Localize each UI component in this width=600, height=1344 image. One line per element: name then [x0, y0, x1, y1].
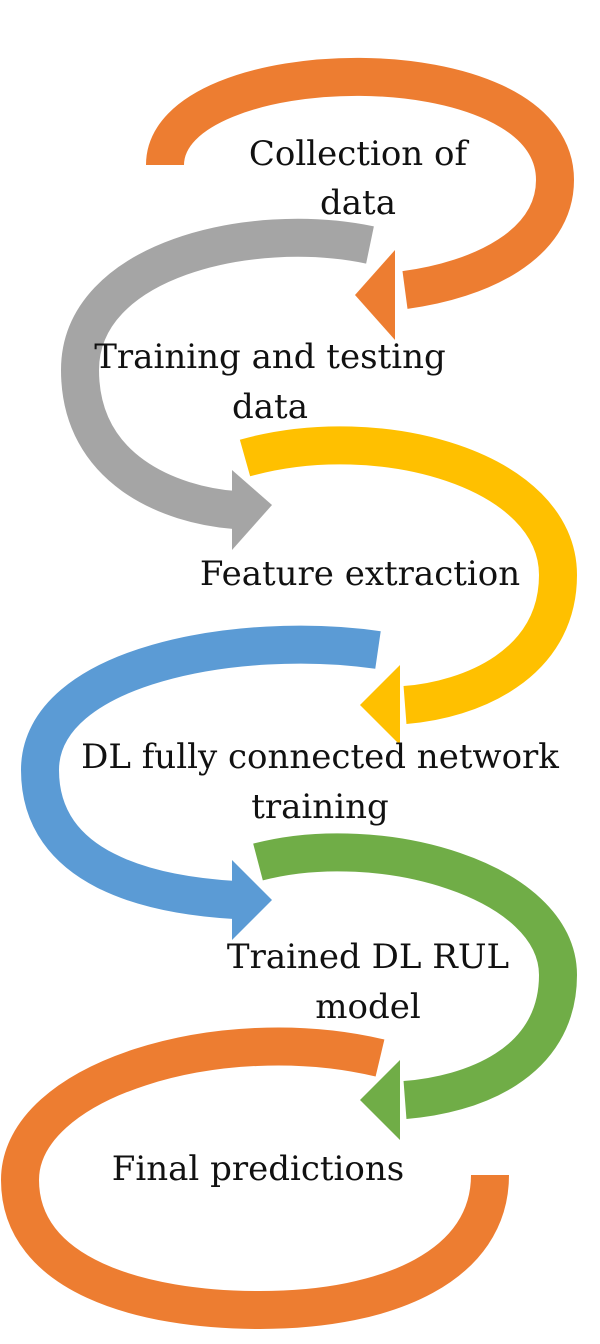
step-3-feature-extraction: Feature extraction	[200, 426, 578, 745]
step-3-arrowhead	[360, 665, 400, 745]
step-2-arrowhead	[232, 470, 272, 550]
step-6-final-predictions: Final predictions	[0, 1027, 509, 1330]
step-4-label-line-1: DL fully connected network	[81, 737, 559, 777]
step-1-arrowhead	[355, 250, 395, 340]
step-6-label-line-1: Final predictions	[112, 1149, 405, 1189]
step-2-label-line-1: Training and testing	[94, 337, 446, 377]
step-4-label-line-2: training	[251, 787, 389, 827]
step-2-training-testing: Training and testing data	[60, 218, 446, 550]
step-1-arc-arrow	[146, 57, 575, 309]
step-3-arc-arrow	[239, 426, 578, 724]
step-6-loop-arc	[0, 1027, 509, 1330]
step-1-label-line-2: data	[320, 183, 396, 223]
step-5-arrowhead	[360, 1060, 400, 1140]
step-5-trained-model: Trained DL RUL model	[227, 833, 578, 1140]
step-1-label-line-1: Collection of	[249, 134, 470, 174]
step-2-arc-arrow	[60, 218, 374, 529]
step-4-arrowhead	[232, 860, 272, 940]
step-5-label-line-1: Trained DL RUL	[227, 937, 509, 977]
step-4-dl-network-training: DL fully connected network training	[20, 625, 559, 940]
step-3-label-line-1: Feature extraction	[200, 554, 520, 594]
step-2-label-line-2: data	[232, 387, 308, 427]
step-5-label-line-2: model	[315, 987, 420, 1027]
step-4-arc-arrow	[20, 625, 381, 919]
step-1-collection: Collection of data	[146, 57, 575, 340]
step-5-arc-arrow	[253, 833, 578, 1119]
